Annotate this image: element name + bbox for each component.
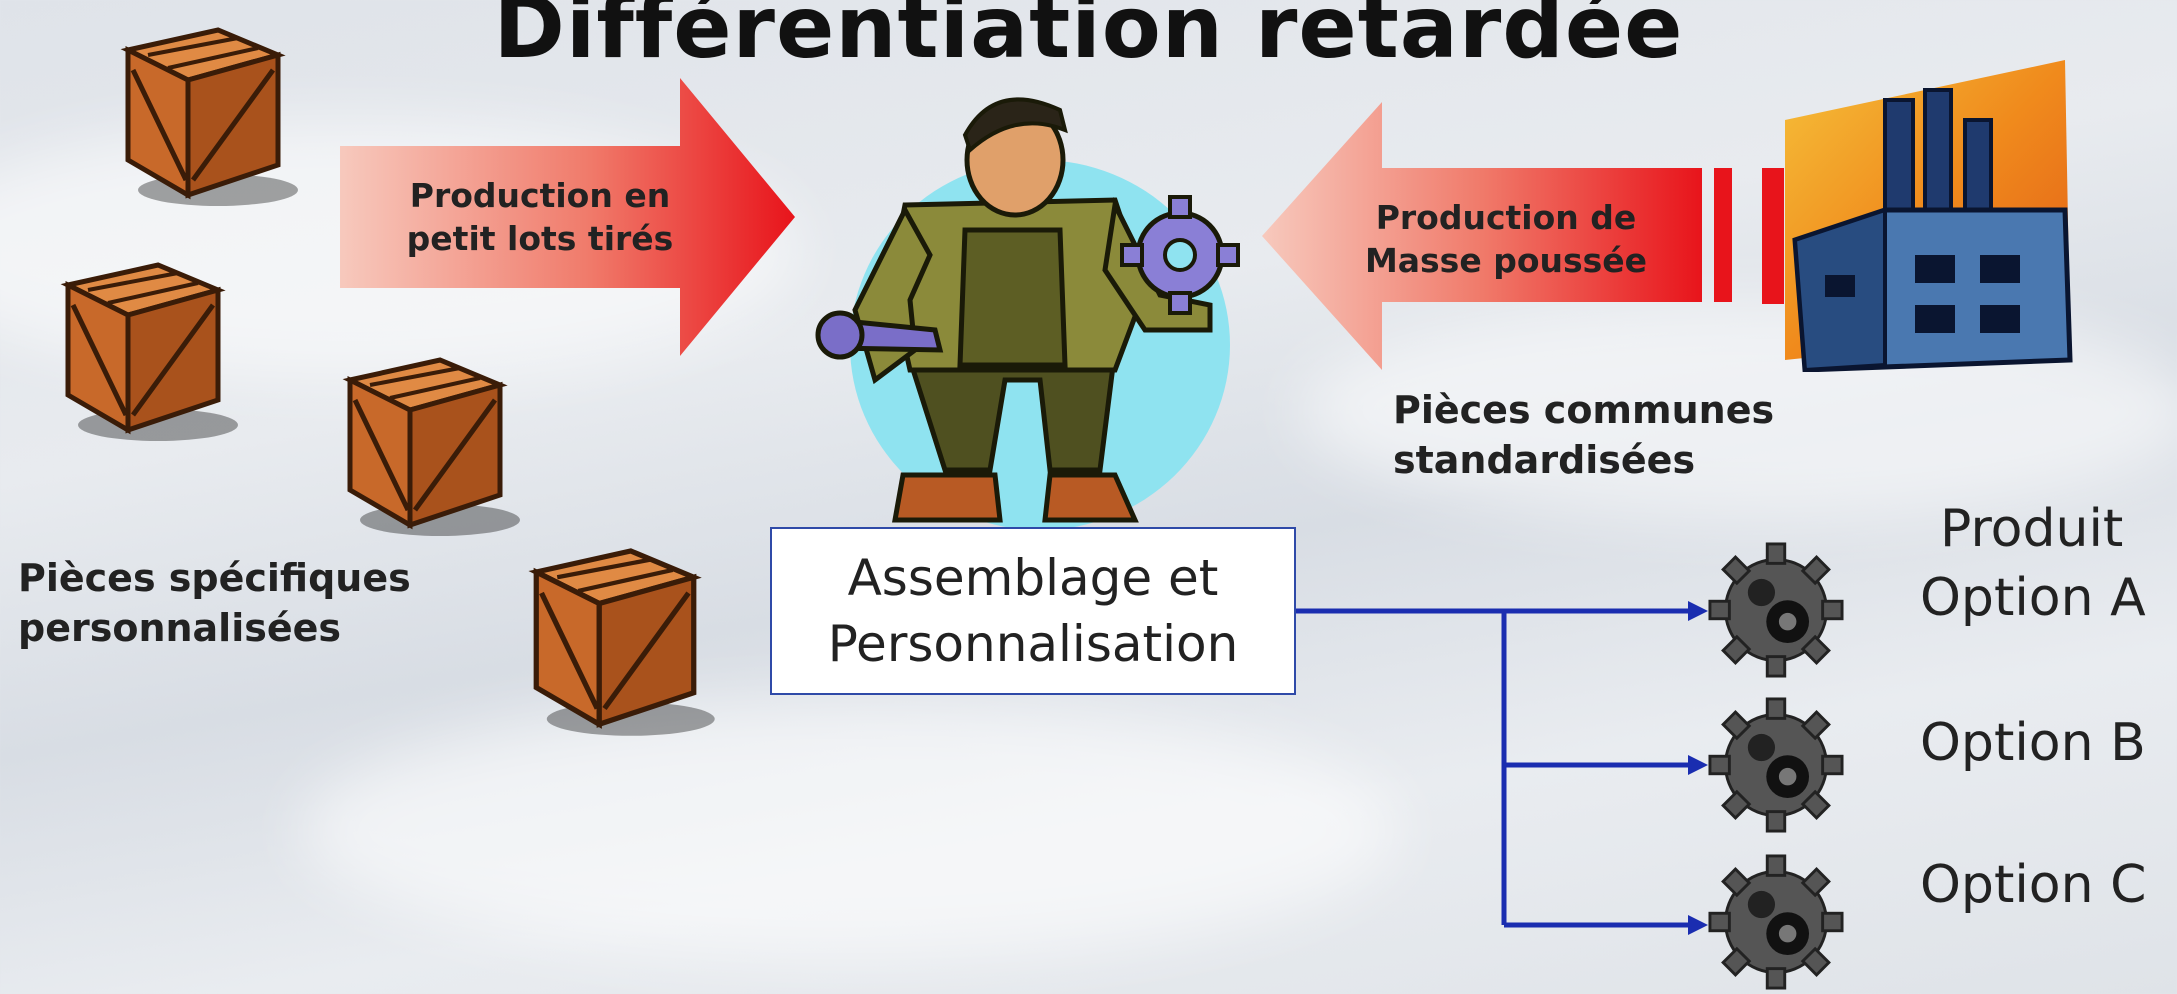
option-connectors xyxy=(1296,601,1708,935)
product-label: Produit xyxy=(1940,499,2124,559)
common-parts-line2: standardisées xyxy=(1393,438,1696,482)
crate-icon xyxy=(60,262,238,441)
common-parts-line1: Pièces communes xyxy=(1393,388,1775,432)
pull-production-line2: petit lots tirés xyxy=(406,219,674,258)
common-parts-caption: Pièces communes standardisées xyxy=(1393,385,1774,485)
page-title: Différentiation retardée xyxy=(493,0,1684,78)
gear-icon xyxy=(1708,542,1844,678)
specific-parts-caption: Pièces spécifiques personnalisées xyxy=(18,553,411,653)
push-production-bar xyxy=(1762,168,1784,304)
push-production-label: Production de Masse poussée xyxy=(1336,196,1676,282)
crate-icon xyxy=(528,548,715,736)
push-production-line2: Masse poussée xyxy=(1364,241,1648,280)
option-c-label: Option C xyxy=(1920,855,2147,915)
push-production-line1: Production de xyxy=(1375,198,1637,237)
factory-icon xyxy=(1785,60,2073,372)
gear-icon xyxy=(1708,697,1844,833)
assembly-line1: Assemblage et xyxy=(847,549,1219,607)
pull-production-line1: Production en xyxy=(409,176,671,215)
assembly-line2: Personnalisation xyxy=(827,615,1239,673)
assembly-box: Assemblage et Personnalisation xyxy=(770,527,1296,695)
pull-production-label: Production en petit lots tirés xyxy=(375,174,705,260)
crate-icon xyxy=(342,357,520,536)
gear-icon xyxy=(1708,854,1844,990)
specific-parts-line1: Pièces spécifiques xyxy=(18,556,411,600)
pull-production-arrow xyxy=(340,78,795,356)
worker-icon xyxy=(815,97,1240,530)
option-a-label: Option A xyxy=(1920,568,2146,628)
option-b-label: Option B xyxy=(1920,713,2146,773)
specific-parts-line2: personnalisées xyxy=(18,606,342,650)
background-cloud xyxy=(300,700,1400,960)
push-production-arrow xyxy=(1262,102,1732,370)
crate-icon xyxy=(120,27,298,206)
